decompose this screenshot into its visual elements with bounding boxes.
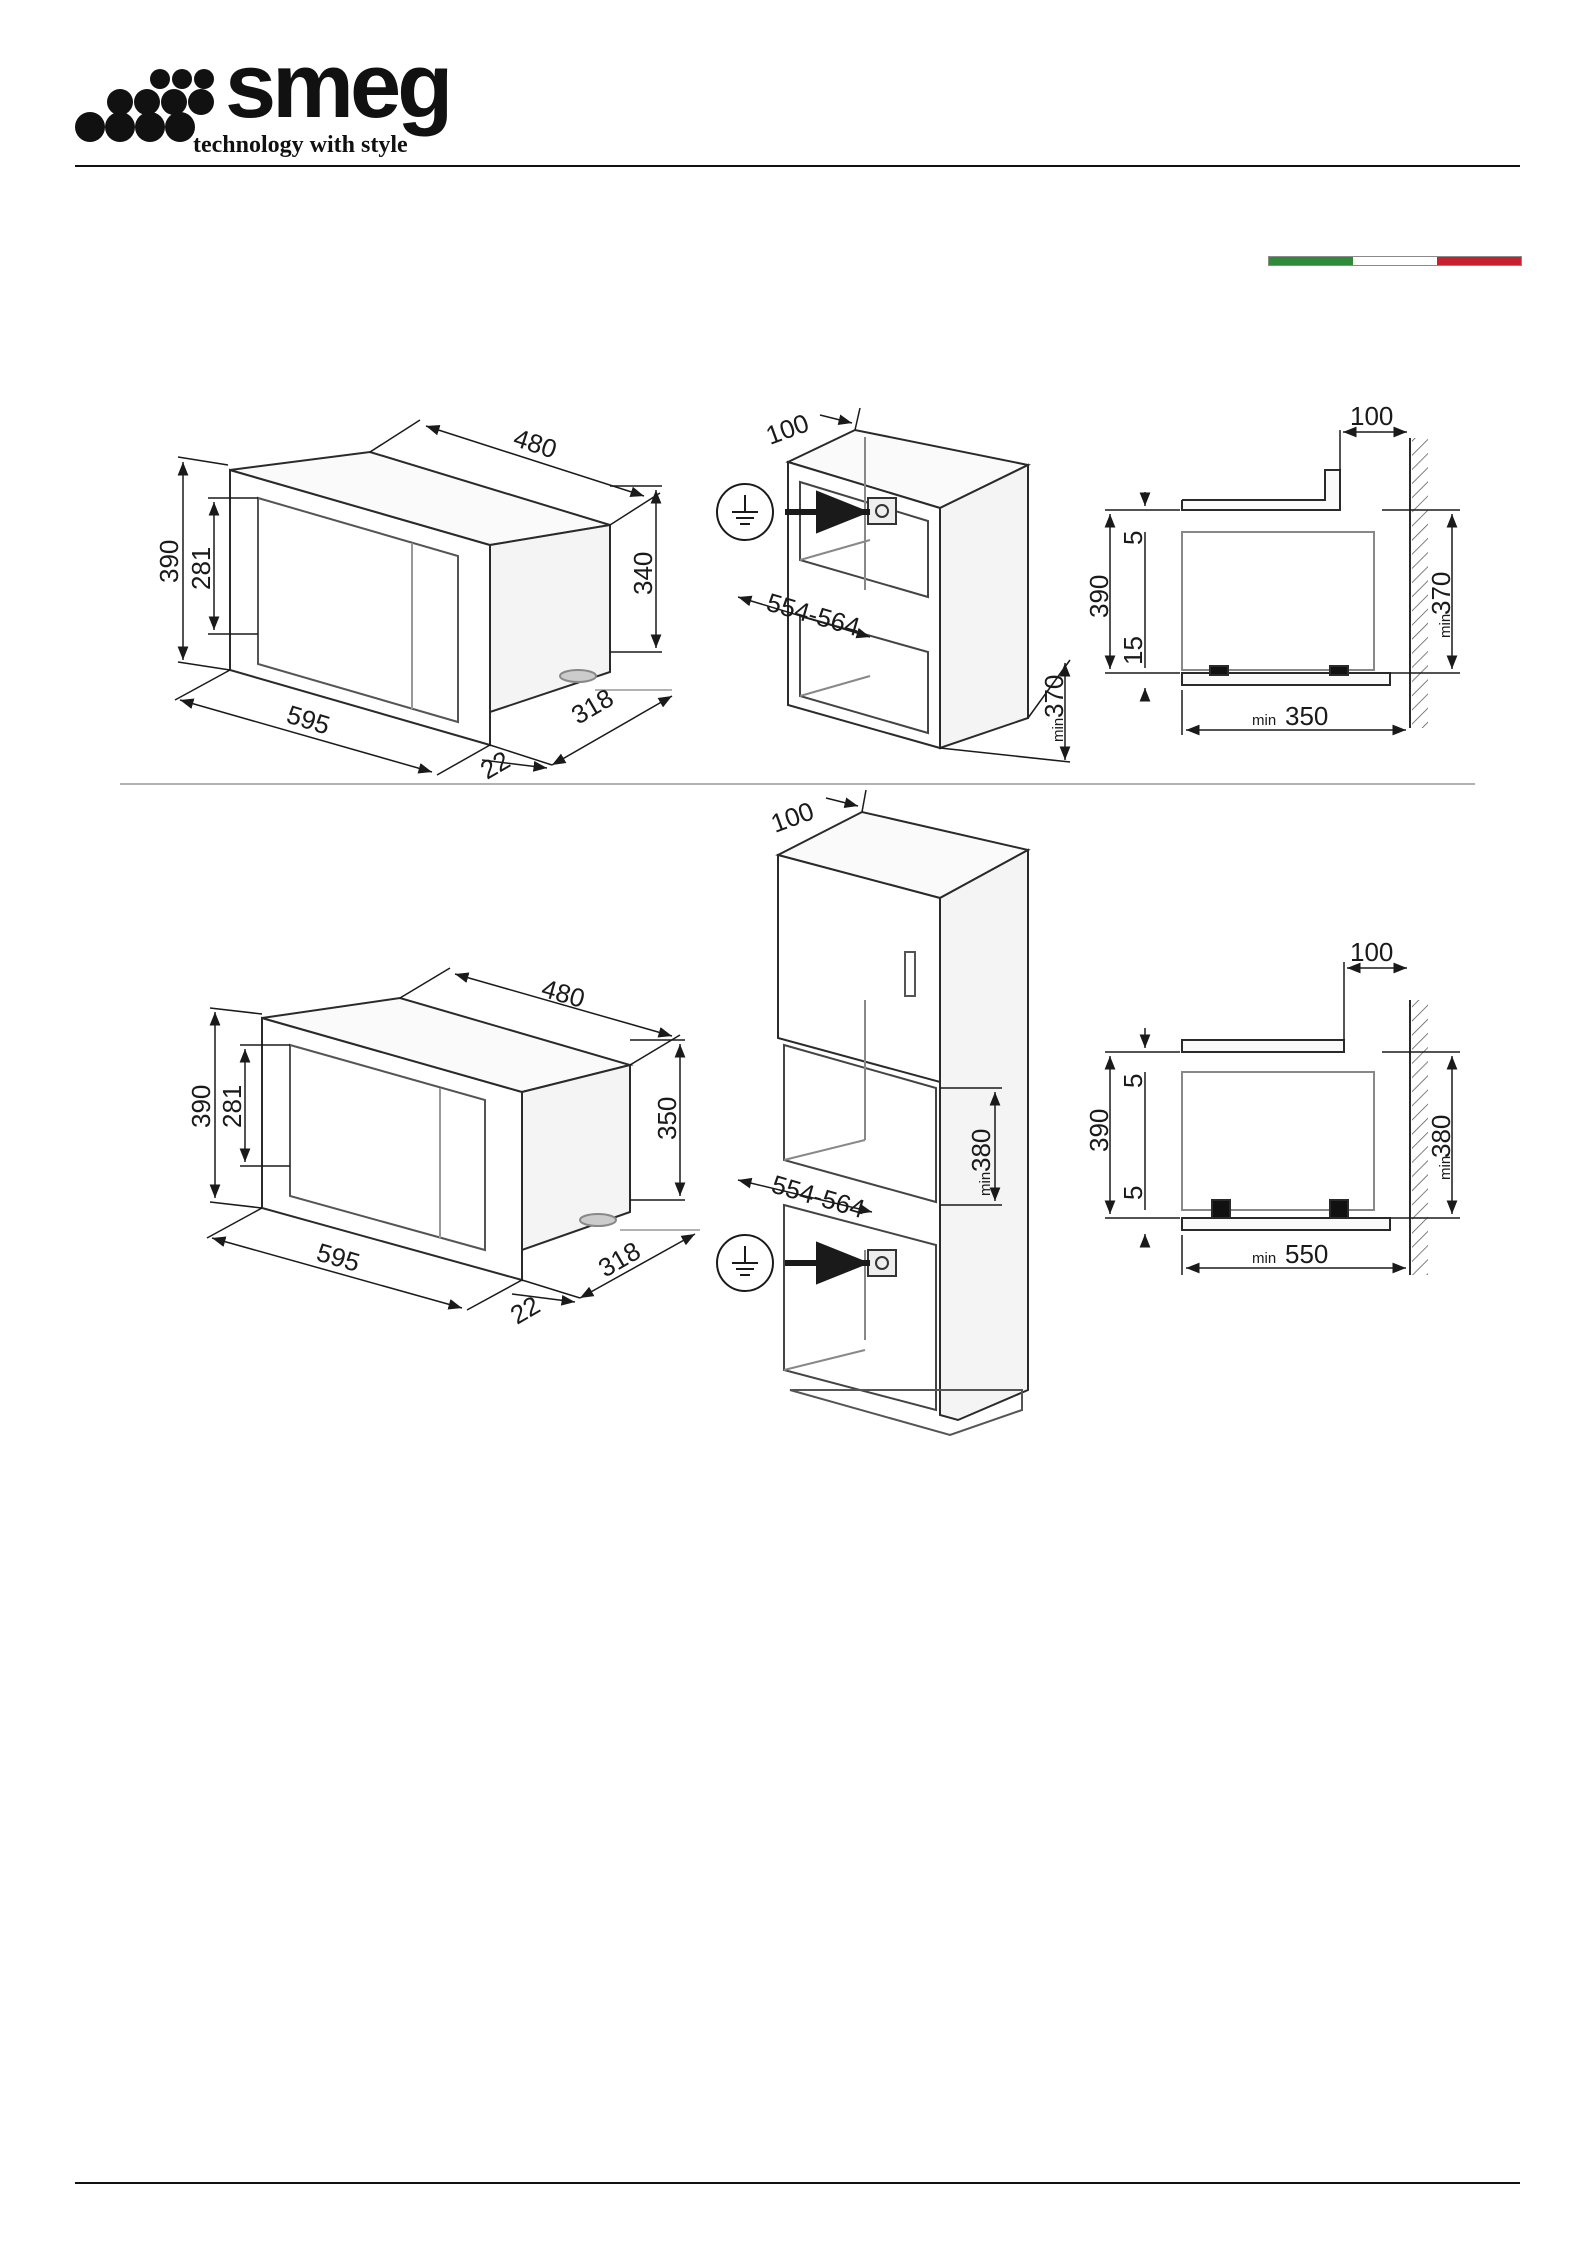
dim-100-niche-bottom: 100 <box>767 796 818 839</box>
bottom-section-drawing <box>1182 1000 1428 1275</box>
bottom-cabinet-shelf <box>1182 1040 1344 1052</box>
top-cabinet-shelf <box>1182 470 1340 510</box>
min-370-niche-top: min <box>1050 718 1067 742</box>
earth-icon-bottom <box>717 1235 773 1291</box>
dim-5-section-bottom-top: 5 <box>1118 1074 1148 1088</box>
bottom-niche-drawing <box>778 812 1028 1435</box>
dim-390-section-bottom: 390 <box>1084 1109 1114 1152</box>
dim-350-bottom: 350 <box>652 1097 682 1140</box>
bottom-foot-left <box>1212 1200 1230 1218</box>
footer-rule <box>75 2182 1520 2184</box>
top-appliance-drawing <box>230 452 610 745</box>
bottom-lower-cabinet <box>784 1205 936 1410</box>
dim-595-bottom: 595 <box>313 1237 363 1278</box>
dim-22-bottom: 22 <box>505 1290 545 1330</box>
top-foot-right <box>1330 666 1348 675</box>
top-foot-left <box>1210 666 1228 675</box>
power-socket-top <box>868 498 896 524</box>
bottom-appliance-foot <box>580 1214 616 1226</box>
top-niche-side <box>940 465 1028 748</box>
dim-390-section-top: 390 <box>1084 575 1114 618</box>
dim-100-section-top: 100 <box>1350 401 1393 431</box>
dim-15-section-top: 15 <box>1118 636 1148 665</box>
bottom-appliance-drawing <box>262 998 630 1280</box>
min-370-section-top: min <box>1437 614 1454 638</box>
dim-100-section-bottom: 100 <box>1350 937 1393 967</box>
dim-5-section-bottom-low: 5 <box>1118 1186 1148 1200</box>
dim-390-top: 390 <box>154 540 184 583</box>
bottom-appliance-section <box>1182 1072 1374 1210</box>
bottom-foot-right <box>1330 1200 1348 1218</box>
dim-318-bottom: 318 <box>593 1236 646 1284</box>
power-socket-bottom <box>868 1250 896 1276</box>
top-appliance-side <box>490 525 610 712</box>
dim-350-section-top: 350 <box>1285 701 1328 731</box>
dim-5-section-top: 5 <box>1118 531 1148 545</box>
earth-icon-top <box>717 484 773 540</box>
top-niche-drawing <box>788 430 1028 748</box>
dim-380-niche-bottom: 380 <box>966 1129 996 1172</box>
min-380-section-bottom: min <box>1437 1156 1454 1180</box>
dim-550-section-bottom: 550 <box>1285 1239 1328 1269</box>
dim-390-bottom: 390 <box>186 1085 216 1128</box>
dim-100-niche-top: 100 <box>762 408 813 451</box>
dim-line-100-niche-top <box>820 415 852 423</box>
dim-370-niche-top: 370 <box>1039 675 1069 718</box>
dim-595-top: 595 <box>283 699 333 740</box>
min-550-section-bottom: min <box>1252 1250 1276 1267</box>
dim-281-bottom: 281 <box>217 1085 247 1128</box>
top-section-dimensions <box>1105 430 1460 735</box>
dim-340-top: 340 <box>628 552 658 595</box>
dim-281-top: 281 <box>186 547 216 590</box>
dim-480-top: 480 <box>510 422 561 464</box>
min-350-section-top: min <box>1252 712 1276 729</box>
top-appliance-section <box>1182 532 1374 670</box>
dim-480-bottom: 480 <box>538 973 588 1014</box>
dim-370-section-top: 370 <box>1426 572 1456 615</box>
dim-380-section-bottom: 380 <box>1426 1115 1456 1158</box>
dim-line-100-niche-bottom <box>826 798 858 806</box>
min-380-niche-bottom: min <box>977 1172 994 1196</box>
bottom-base-shelf <box>1182 1218 1390 1230</box>
top-appliance-foot <box>560 670 596 682</box>
top-section-drawing <box>1182 438 1428 728</box>
